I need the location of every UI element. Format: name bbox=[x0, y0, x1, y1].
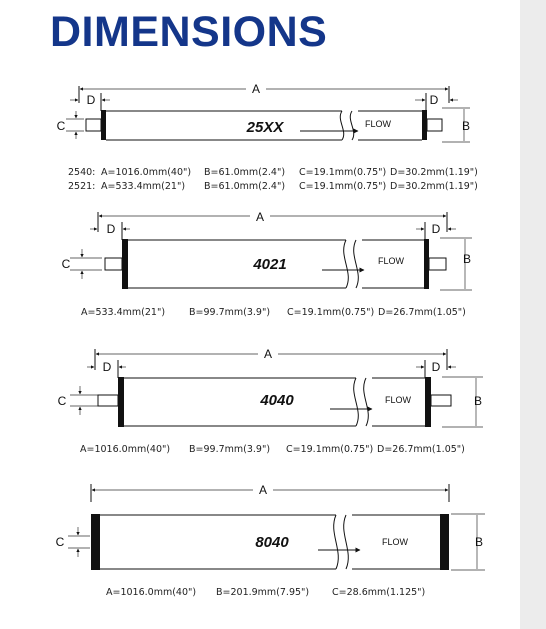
element-4021-drawing: A D D C B 4021 FLOW bbox=[62, 210, 472, 291]
spec-prefix: 2521: bbox=[68, 181, 95, 192]
model-label: 4040 bbox=[259, 392, 294, 409]
spec-a: A=1016.0mm(40") bbox=[106, 587, 196, 598]
spec-b: B=201.9mm(7.95") bbox=[216, 587, 309, 598]
element-8040-specs: A=1016.0mm(40") B=201.9mm(7.95") C=28.6m… bbox=[106, 587, 425, 598]
spec-prefix: 2540: bbox=[68, 167, 95, 178]
dim-d-label-right: D bbox=[432, 360, 441, 374]
model-label: 4021 bbox=[252, 256, 286, 273]
element-4040-drawing: A D D C B 4040 FLOW bbox=[58, 347, 483, 428]
dim-b-label: B bbox=[463, 252, 471, 266]
element-25xx-drawing: A D D C B 25XX FLOW bbox=[57, 82, 470, 143]
spec-c: C=19.1mm(0.75") bbox=[287, 307, 374, 318]
flow-label: FLOW bbox=[378, 256, 405, 266]
dim-d-label-right: D bbox=[432, 222, 441, 236]
spec-d: D=26.7mm(1.05") bbox=[377, 444, 465, 455]
dim-b-label: B bbox=[474, 394, 482, 408]
spec-d: D=26.7mm(1.05") bbox=[378, 307, 466, 318]
dim-c-label: C bbox=[56, 535, 65, 549]
spec-c: C=19.1mm(0.75") bbox=[286, 444, 373, 455]
spec-d: D=30.2mm(1.19") bbox=[390, 167, 478, 178]
spec-c: C=19.1mm(0.75") bbox=[299, 181, 386, 192]
flow-label: FLOW bbox=[385, 395, 412, 405]
spec-d: D=30.2mm(1.19") bbox=[390, 181, 478, 192]
dim-d-label-left: D bbox=[87, 93, 96, 107]
dim-c-label: C bbox=[58, 394, 67, 408]
spec-b: B=61.0mm(2.4") bbox=[204, 167, 285, 178]
flow-label: FLOW bbox=[382, 537, 409, 547]
element-8040-drawing: A C B 8040 FLOW bbox=[56, 483, 485, 571]
spec-a: A=533.4mm(21") bbox=[81, 307, 165, 318]
dim-c-label: C bbox=[62, 257, 71, 271]
spec-c: C=28.6mm(1.125") bbox=[332, 587, 425, 598]
spec-b: B=61.0mm(2.4") bbox=[204, 181, 285, 192]
dim-d-label-left: D bbox=[103, 360, 112, 374]
flow-label: FLOW bbox=[365, 119, 392, 129]
dim-d-label-left: D bbox=[107, 222, 116, 236]
spec-b: B=99.7mm(3.9") bbox=[189, 444, 270, 455]
spec-a: A=533.4mm(21") bbox=[101, 181, 185, 192]
spec-a: A=1016.0mm(40") bbox=[80, 444, 170, 455]
element-4021-specs: A=533.4mm(21") B=99.7mm(3.9") C=19.1mm(0… bbox=[81, 307, 466, 318]
model-label: 25XX bbox=[246, 119, 285, 136]
dim-d-label-right: D bbox=[430, 93, 439, 107]
dim-a-label: A bbox=[264, 347, 272, 361]
spec-a: A=1016.0mm(40") bbox=[101, 167, 191, 178]
element-4040-specs: A=1016.0mm(40") B=99.7mm(3.9") C=19.1mm(… bbox=[80, 444, 465, 455]
model-label: 8040 bbox=[255, 534, 289, 551]
spec-c: C=19.1mm(0.75") bbox=[299, 167, 386, 178]
dim-a-label: A bbox=[259, 483, 267, 497]
element-25xx-specs: 2540: A=1016.0mm(40") B=61.0mm(2.4") C=1… bbox=[68, 167, 478, 192]
dim-b-label: B bbox=[475, 535, 483, 549]
dim-b-label: B bbox=[462, 119, 470, 133]
spec-b: B=99.7mm(3.9") bbox=[189, 307, 270, 318]
dim-c-label: C bbox=[57, 119, 66, 133]
dim-a-label: A bbox=[256, 210, 264, 224]
page-title: DIMENSIONS bbox=[50, 8, 328, 56]
dim-a-label: A bbox=[252, 82, 260, 96]
page-edge-strip bbox=[520, 0, 546, 629]
